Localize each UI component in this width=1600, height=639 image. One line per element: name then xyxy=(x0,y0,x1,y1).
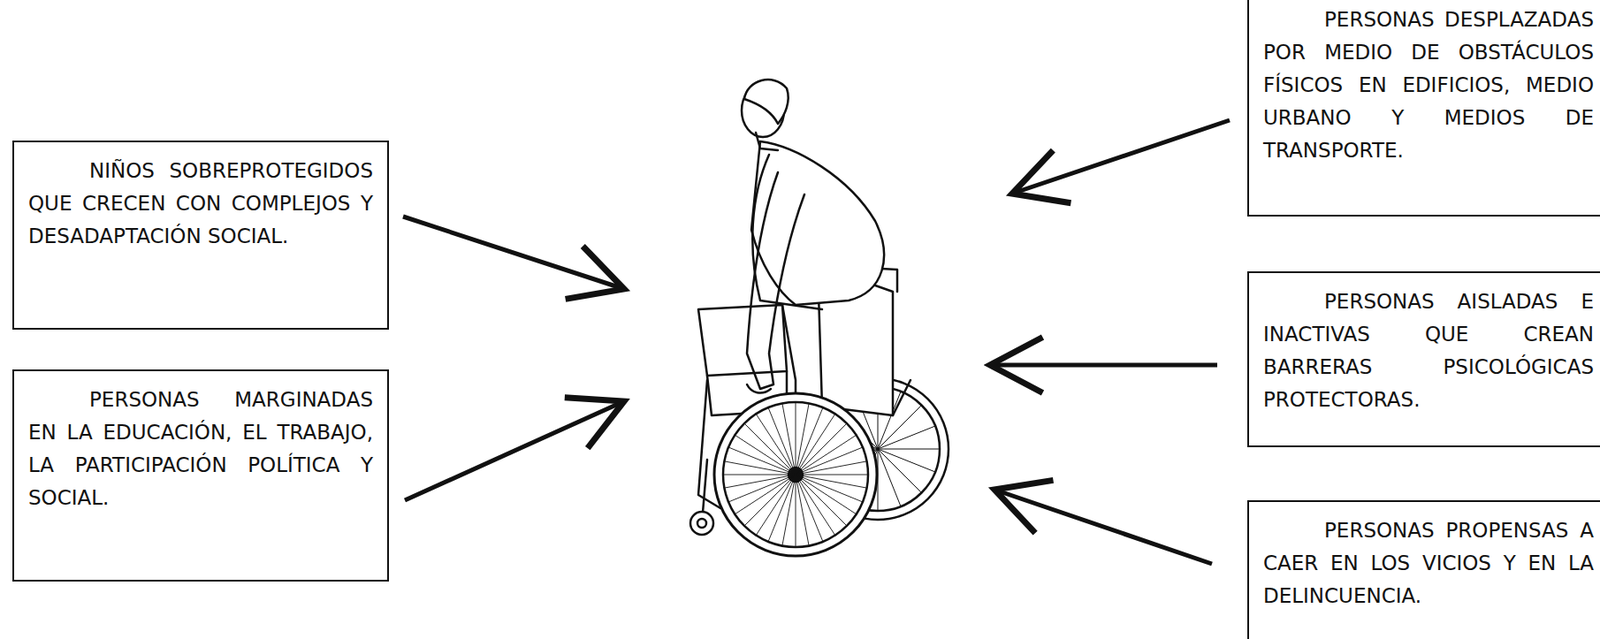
box-text: NIÑOS SOBREPROTEGIDOS QUE CRECEN CON COM… xyxy=(28,154,374,253)
pointer-arrow xyxy=(403,216,625,290)
text-box: NIÑOS SOBREPROTEGIDOS QUE CRECEN CON COM… xyxy=(12,140,389,330)
pointer-arrow xyxy=(1012,120,1230,194)
pointer-arrow xyxy=(990,363,1218,368)
text-box: PERSONAS DESPLAZADAS POR MEDIO DE OBSTÁC… xyxy=(1247,0,1600,217)
box-text: PERSONAS MARGINADAS EN LA EDUCACIÓN, EL … xyxy=(28,383,374,515)
pointer-arrow xyxy=(994,489,1212,564)
pointer-arrow xyxy=(404,401,625,501)
wheelchair-figure xyxy=(690,79,949,557)
text-box: PERSONAS AISLADAS E INACTIVAS QUE CREAN … xyxy=(1247,271,1600,448)
text-box: PERSONAS PROPENSAS A CAER EN LOS VICIOS … xyxy=(1247,500,1600,639)
box-text: PERSONAS DESPLAZADAS POR MEDIO DE OBSTÁC… xyxy=(1263,3,1594,168)
pointer-arrows xyxy=(403,120,1230,564)
box-text: PERSONAS AISLADAS E INACTIVAS QUE CREAN … xyxy=(1263,285,1594,417)
box-text: PERSONAS PROPENSAS A CAER EN LOS VICIOS … xyxy=(1263,514,1594,613)
text-box: PERSONAS MARGINADAS EN LA EDUCACIÓN, EL … xyxy=(12,369,389,582)
